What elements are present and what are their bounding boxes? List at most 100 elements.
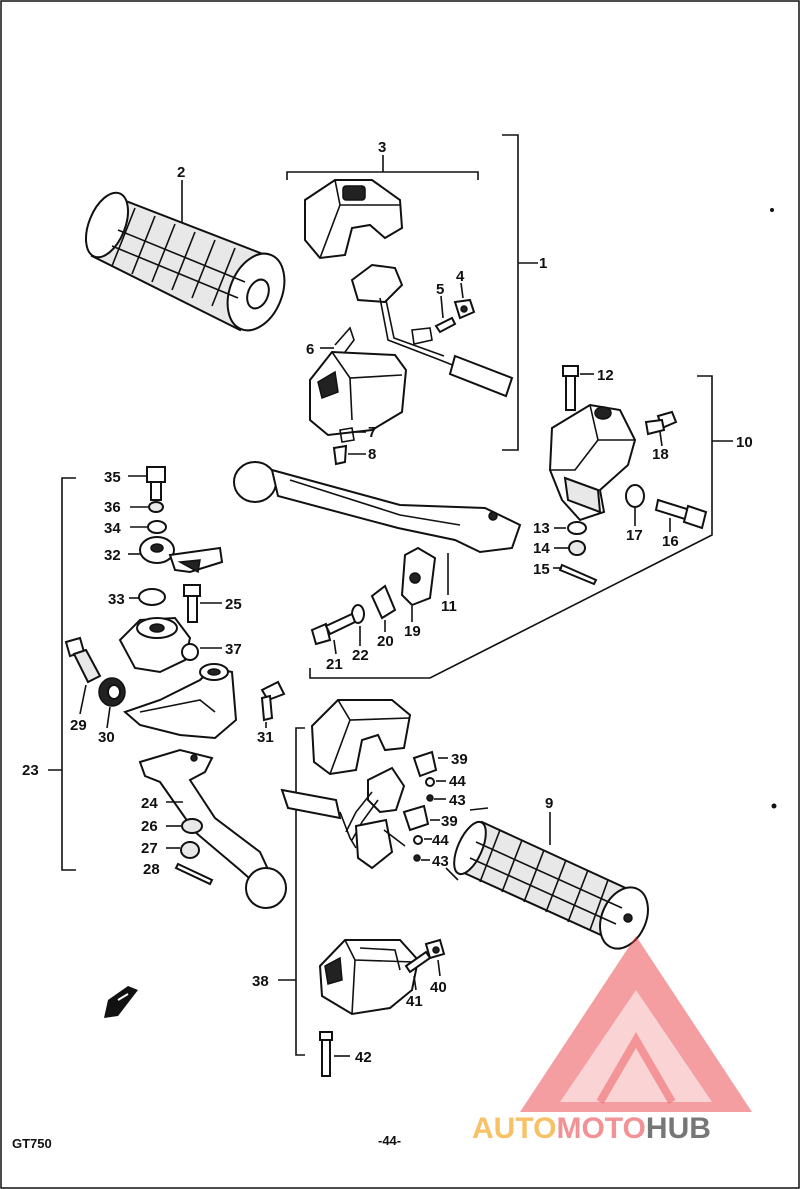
bolt-part-21 <box>310 612 357 646</box>
label-part-34: 34 <box>104 520 121 537</box>
leader-41 <box>413 975 417 991</box>
leader-21 <box>333 639 337 655</box>
bracket-23 <box>48 477 76 871</box>
label-part-40: 40 <box>430 979 447 996</box>
label-part-14: 14 <box>533 540 550 557</box>
spacer-part-20 <box>370 584 397 620</box>
label-part-35: 35 <box>104 469 121 486</box>
switch-wiring-part <box>350 263 514 398</box>
ball-part-43b <box>413 854 421 862</box>
watermark-text-auto: AUTO <box>472 1112 556 1145</box>
label-part-24: 24 <box>141 795 158 812</box>
bolt-part-35 <box>146 466 166 501</box>
label-part-21: 21 <box>326 656 343 673</box>
throttle-sleeve-part <box>280 788 357 849</box>
label-part-2: 2 <box>177 164 185 181</box>
margin-dot <box>770 208 774 212</box>
bolt-part-29 <box>64 636 102 684</box>
label-part-39a: 39 <box>451 751 468 768</box>
label-part-42: 42 <box>355 1049 372 1066</box>
label-part-23: 23 <box>22 762 39 779</box>
leader-29 <box>79 684 87 715</box>
leader-4 <box>460 282 464 299</box>
washer-part-30 <box>98 677 126 707</box>
label-part-43a: 43 <box>449 792 466 809</box>
label-part-41: 41 <box>406 993 423 1010</box>
label-part-27: 27 <box>141 840 158 857</box>
clutch-lever-perch-part <box>548 403 637 522</box>
spring-part-44a <box>425 777 435 787</box>
washer-part-33 <box>138 588 166 606</box>
switch-housing-upper-part-right <box>310 699 412 776</box>
label-part-12: 12 <box>597 367 614 384</box>
clip-part-6 <box>334 326 355 353</box>
label-part-13: 13 <box>533 520 550 537</box>
pin-part-28 <box>174 862 214 886</box>
leader-40 <box>437 959 441 977</box>
label-part-8: 8 <box>368 446 376 463</box>
label-part-32: 32 <box>104 547 121 564</box>
watermark-text-hub: HUB <box>646 1112 711 1145</box>
switch-housing-lower-part-right <box>318 939 420 1016</box>
switch-part-39a <box>412 750 438 778</box>
label-part-39b: 39 <box>441 813 458 830</box>
bracket-10 <box>309 375 733 679</box>
label-part-38: 38 <box>252 973 269 990</box>
watermark-text: AUTOMOTOHUB <box>472 1112 711 1145</box>
ball-part-43a <box>426 794 434 802</box>
label-part-6: 6 <box>306 341 314 358</box>
switch-part-39b <box>402 804 430 832</box>
watermark-text-moto: MOTO <box>556 1112 645 1145</box>
part-labels: 1 2 3 4 5 6 7 8 9 10 11 12 13 14 15 16 1… <box>22 139 753 1066</box>
label-part-20: 20 <box>377 633 394 650</box>
label-part-26: 26 <box>141 818 158 835</box>
left-grip-part <box>85 191 286 332</box>
label-part-11: 11 <box>441 598 457 615</box>
label-part-19: 19 <box>404 623 421 640</box>
bracket-1 <box>502 134 538 451</box>
clutch-lever-part <box>233 461 522 554</box>
watermark-logo <box>520 936 752 1112</box>
bracket-38 <box>278 727 305 1056</box>
label-part-44a: 44 <box>449 773 466 790</box>
label-part-28: 28 <box>143 861 160 878</box>
label-part-31: 31 <box>257 729 274 746</box>
nut-part-27 <box>180 841 200 859</box>
brake-lever-part-24 <box>138 748 287 909</box>
switch-block-part-19 <box>400 546 437 607</box>
label-part-5: 5 <box>436 281 444 298</box>
label-part-36: 36 <box>104 499 121 516</box>
label-part-22: 22 <box>352 647 369 664</box>
screw-part-12 <box>562 365 579 411</box>
bolt-part-16 <box>654 498 708 530</box>
label-part-25: 25 <box>225 596 242 613</box>
label-part-7: 7 <box>368 424 376 441</box>
nut-part-14 <box>568 540 586 556</box>
screw-part-18 <box>644 410 678 436</box>
nut-part-26 <box>181 818 203 834</box>
screw-part-8 <box>332 444 348 466</box>
page-number: -44- <box>378 1133 401 1148</box>
label-part-33: 33 <box>108 591 125 608</box>
label-part-37: 37 <box>225 641 242 658</box>
label-part-16: 16 <box>662 533 679 550</box>
right-grip-part <box>445 807 649 950</box>
switch-internals-right-part <box>345 766 406 870</box>
bolt-part-25 <box>183 584 201 623</box>
label-part-29: 29 <box>70 717 87 734</box>
screw-part-40 <box>424 938 446 960</box>
screw-part-41 <box>404 950 432 974</box>
screw-part-7 <box>339 427 355 443</box>
label-part-17: 17 <box>626 527 643 544</box>
nut-part-36 <box>148 501 164 513</box>
leader-18 <box>659 431 663 447</box>
label-part-30: 30 <box>98 729 115 746</box>
throttle-pulley-part-32 <box>139 536 224 574</box>
throttle-housing-part <box>118 616 199 674</box>
front-direction-arrow-icon <box>104 986 138 1018</box>
label-part-10: 10 <box>736 434 753 451</box>
label-part-9: 9 <box>545 795 553 812</box>
label-part-44b: 44 <box>432 832 449 849</box>
